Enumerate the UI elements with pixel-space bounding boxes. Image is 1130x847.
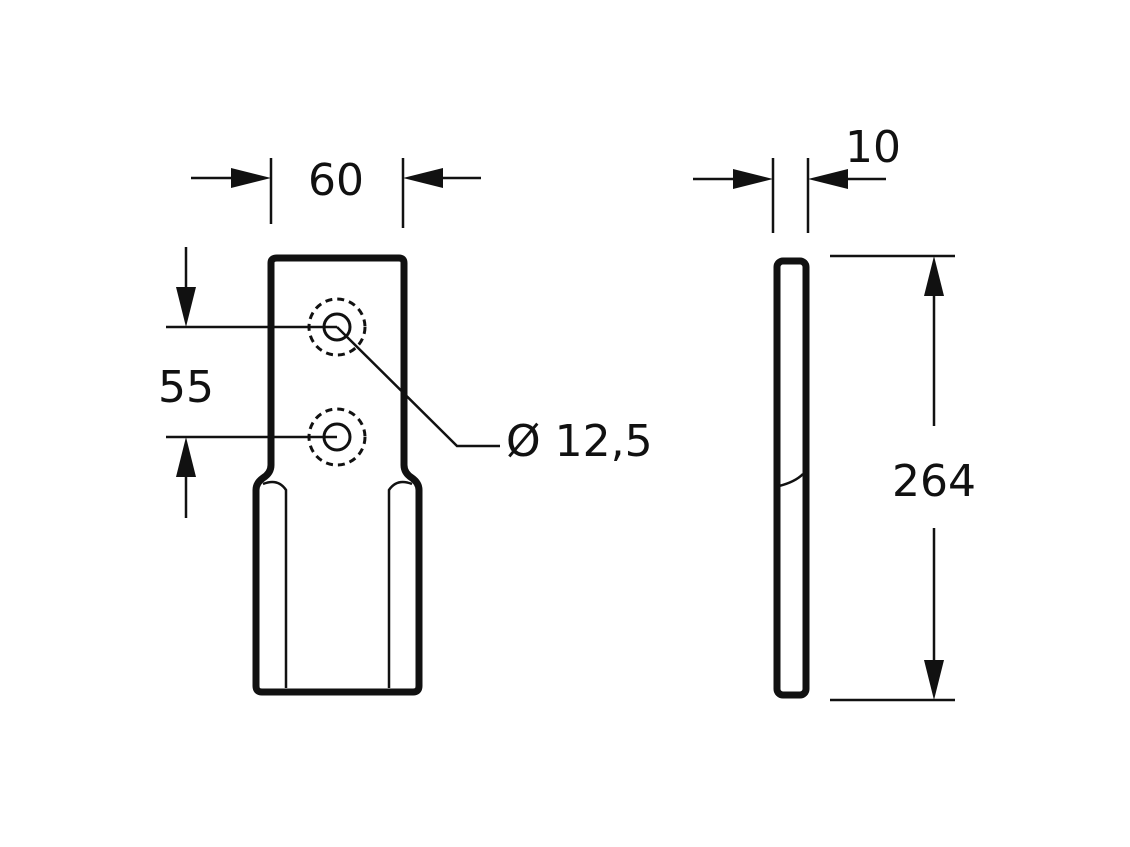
thickness-label: 10 <box>845 122 901 173</box>
blade-front-outline <box>252 254 423 696</box>
width-dimension: 60 <box>191 155 481 228</box>
blade-side-bevel <box>778 473 804 488</box>
width-label: 60 <box>308 155 364 206</box>
front-view: 60 55 Ø 12,5 <box>158 155 653 696</box>
spacing-label: 55 <box>158 362 214 413</box>
hole-diameter-leader: Ø 12,5 <box>336 326 653 467</box>
side-view: 10 264 <box>693 122 976 702</box>
blade-bevel-right <box>387 480 413 688</box>
hole-diameter-label: Ø 12,5 <box>506 416 653 467</box>
length-dimension: 264 <box>830 254 976 702</box>
length-label: 264 <box>892 456 976 507</box>
thickness-dimension: 10 <box>693 122 901 233</box>
blade-side-outline <box>773 257 810 699</box>
spacing-dimension: 55 <box>158 247 337 518</box>
blade-bevel-left <box>262 480 288 688</box>
